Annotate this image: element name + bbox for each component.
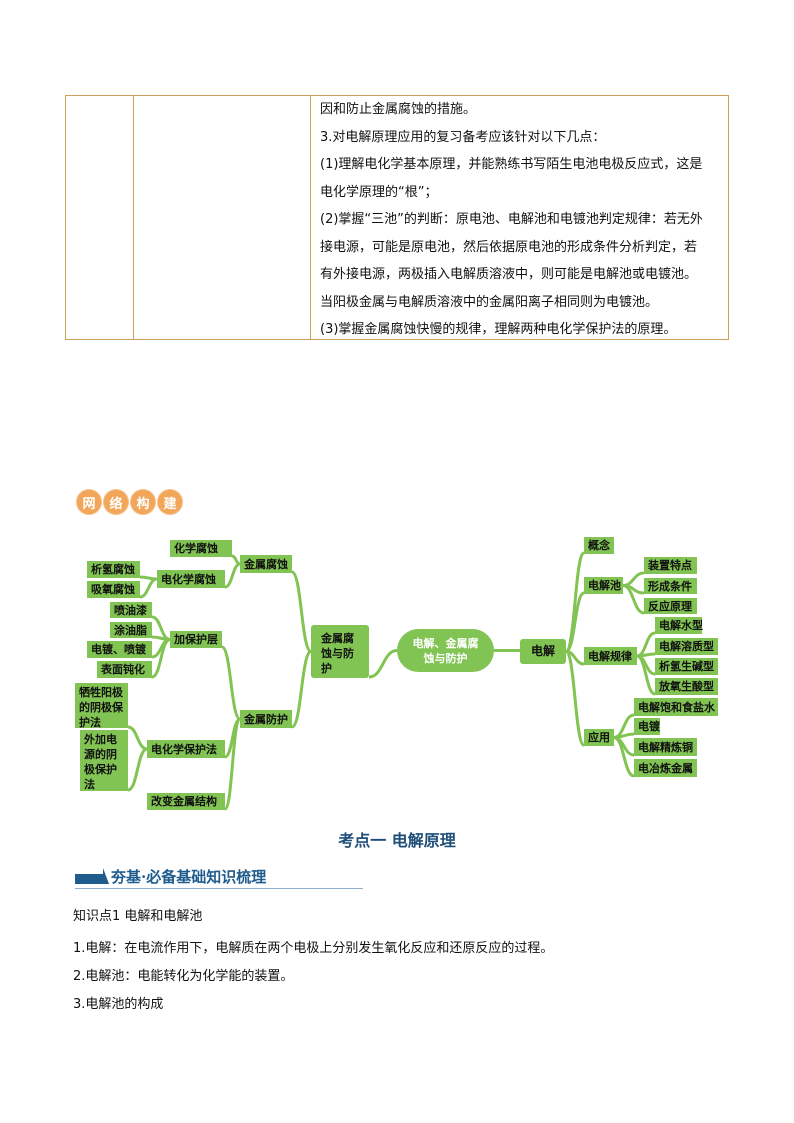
node-smelting: 电冶炼金属 [634, 759, 697, 777]
node-principle: 反应原理 [644, 598, 697, 614]
node-left-hub: 金属腐蚀与防护 [311, 625, 369, 678]
connector-line [151, 638, 171, 679]
node-protection: 金属防护 [240, 710, 292, 728]
connector-line [224, 562, 241, 589]
node-refining: 电解精炼铜 [634, 738, 697, 756]
text-line: 接电源，可能是原电池，然后依据原电池的形成条件分析判定，若 [320, 239, 698, 255]
connector-line [613, 736, 635, 778]
connector-line [564, 650, 586, 747]
table-divider [133, 96, 134, 339]
connector-line [220, 645, 242, 721]
node-sacrificial-anode: 牺牲阳极的阴极保护法 [75, 683, 128, 729]
connector-line [564, 551, 586, 653]
connector-line [127, 725, 148, 751]
node-h2-corrosion: 析氢腐蚀 [87, 561, 140, 578]
node-concept: 概念 [584, 537, 614, 554]
connector-line [622, 584, 645, 615]
banner-triangle [103, 868, 109, 884]
node-cell: 电解池 [584, 577, 623, 594]
knowledge-point-title: 知识点1 电解和电解池 [73, 909, 203, 924]
connector-line [290, 650, 313, 729]
node-chem-corrosion: 化学腐蚀 [170, 540, 232, 557]
subsection-banner: 夯基·必备基础知识梳理 [75, 866, 363, 889]
text-line: 当阳极金属与电解质溶液中的金属阳离子相同则为电镀池。 [320, 294, 659, 310]
badge-char: 建 [157, 489, 183, 515]
paragraph: 3.电解池的构成 [73, 997, 164, 1012]
node-echem-corrosion: 电化学腐蚀 [157, 570, 225, 588]
connector-line [636, 654, 656, 696]
node-h2-base: 析氢生碱型 [655, 658, 718, 675]
node-passivation: 表面钝化 [97, 661, 152, 678]
node-paint: 喷油漆 [110, 602, 152, 618]
badge-char: 网 [76, 489, 102, 515]
node-echem-protection: 电化学保护法 [147, 740, 225, 758]
text-line: 因和防止金属腐蚀的措施。 [320, 102, 477, 117]
text-line: (3)掌握金属腐蚀快慢的规律，理解两种电化学保护法的原理。 [320, 322, 677, 337]
connector-line [622, 571, 645, 587]
table-divider [310, 96, 311, 339]
node-solute: 电解溶质型 [655, 638, 718, 655]
review-table: 因和防止金属腐蚀的措施。 3.对电解原理应用的复习备考应该针对以下几点： (1)… [65, 95, 729, 340]
node-right-hub: 电解 [520, 639, 566, 664]
badge-char: 络 [103, 489, 129, 515]
node-rules: 电解规律 [584, 647, 637, 665]
text-line: 3.对电解原理应用的复习备考应该针对以下几点： [320, 129, 606, 145]
text-line: 电化学原理的“根”； [320, 184, 438, 200]
connector-line [636, 631, 656, 658]
connector-line [223, 717, 242, 811]
section-heading: 考点一 电解原理 [338, 831, 456, 850]
network-badge: 网 络 构 建 [76, 489, 183, 515]
connector-line [565, 591, 585, 653]
node-conditions: 形成条件 [644, 578, 697, 594]
node-plating: 电镀、喷镀 [87, 641, 152, 658]
node-o2-corrosion: 吸氧腐蚀 [87, 581, 140, 598]
subsection-title: 夯基·必备基础知识梳理 [111, 868, 267, 886]
node-corrosion: 金属腐蚀 [240, 555, 292, 573]
node-electroplating: 电镀 [634, 718, 660, 735]
connector-line [290, 570, 313, 653]
paragraph: 1.电解：在电流作用下，电解质在两个电极上分别发生氧化反应和还原反应的过程。 [73, 941, 554, 956]
node-impressed-current: 外加电源的阴极保护法 [80, 730, 128, 791]
badge-char: 构 [130, 489, 156, 515]
node-water: 电解水型 [655, 617, 703, 634]
connector-line [368, 649, 398, 679]
node-o2-acid: 放氧生酸型 [655, 678, 718, 695]
node-center: 电解、金属腐蚀与防护 [397, 629, 494, 672]
table-cell-advice: 因和防止金属腐蚀的措施。 3.对电解原理应用的复习备考应该针对以下几点： (1)… [316, 96, 722, 344]
node-brine: 电解饱和食盐水 [634, 698, 718, 716]
node-grease: 涂油脂 [110, 622, 152, 638]
text-line: (2)掌握“三池”的判断：原电池、电解池和电镀池判定规律：若无外 [320, 212, 703, 227]
text-line: (1)理解电化学基本原理，并能熟练书写陌生电池电极反应式，这是 [320, 157, 703, 172]
connector-line [139, 577, 158, 599]
node-device: 装置特点 [644, 557, 697, 574]
text-line: 有外接电源，两极插入电解质溶液中，则可能是电解池或电镀池。 [320, 267, 698, 282]
paragraph: 2.电解池：电能转化为化学能的装置。 [73, 969, 294, 984]
banner-bar [75, 874, 103, 884]
node-coating: 加保护层 [170, 631, 222, 648]
node-application: 应用 [584, 729, 614, 746]
node-alloy: 改变金属结构 [147, 793, 225, 810]
connector-line [127, 747, 148, 792]
